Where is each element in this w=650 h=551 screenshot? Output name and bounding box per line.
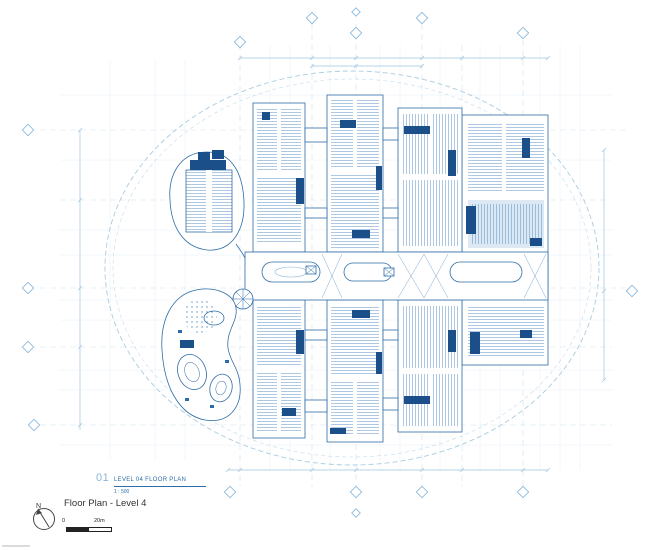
bottom-wing-c — [397, 299, 463, 433]
grid-bubbles — [21, 7, 639, 518]
bottom-wing-a — [252, 299, 306, 439]
bottom-wing-b — [326, 299, 384, 443]
north-label: N — [36, 503, 42, 510]
sheet-caption: Floor Plan - Level 4 — [64, 498, 147, 509]
footer-note-mark — [2, 545, 30, 547]
view-title: LEVEL 04 FLOOR PLAN — [114, 477, 187, 483]
central-spine — [244, 251, 549, 301]
top-wing-c — [397, 107, 463, 253]
atrium-spine-link — [235, 243, 246, 259]
north-arrow — [33, 508, 55, 530]
scale-bar-start-label: 0 — [62, 518, 66, 524]
building-plan — [161, 94, 549, 443]
scale-bar-end-label: 20m — [94, 518, 105, 524]
right-wing — [461, 114, 549, 366]
scale-bar — [66, 527, 112, 532]
stair-core-circle — [232, 288, 254, 310]
top-wing-a — [252, 102, 306, 253]
left-atrium-lower — [161, 288, 241, 422]
building-envelope-ellipse — [104, 70, 600, 466]
view-scale: 1 : 500 — [114, 489, 130, 495]
view-number: 01 — [96, 472, 110, 484]
dimension-lines — [77, 55, 607, 473]
top-wing-b — [326, 94, 384, 253]
view-title-underline — [114, 486, 206, 487]
left-atrium-upper — [169, 150, 245, 251]
wing-connectors — [304, 127, 399, 413]
